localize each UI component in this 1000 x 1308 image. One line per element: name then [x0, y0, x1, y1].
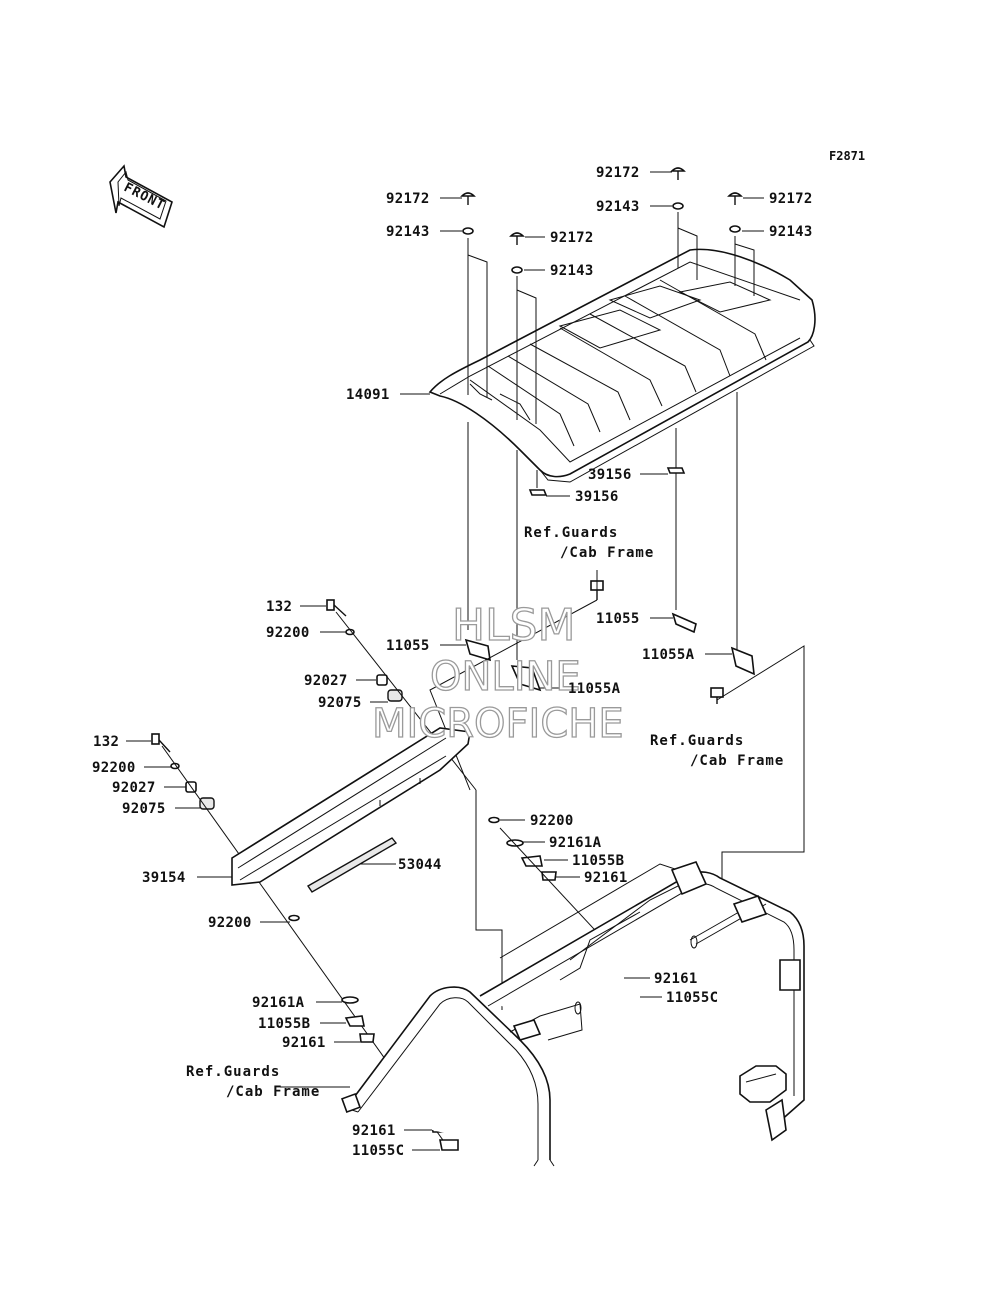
label-11055: 11055	[596, 611, 640, 627]
label-92027: 92027	[112, 780, 156, 796]
washer-92143-a	[462, 227, 474, 235]
label-92161: 92161	[584, 870, 628, 886]
label-92143: 92143	[596, 199, 640, 215]
washer-92200-d	[488, 816, 500, 824]
ref-leader-lines	[429, 570, 805, 1010]
label-92200: 92200	[530, 813, 574, 829]
label-92172: 92172	[769, 191, 813, 207]
label-11055B: 11055B	[258, 1016, 310, 1032]
washer-92200-c	[288, 914, 300, 922]
label-92172: 92172	[550, 230, 594, 246]
label-92143: 92143	[550, 263, 594, 279]
label-11055A: 11055A	[568, 681, 621, 697]
clamp-11055C-b	[439, 1139, 459, 1151]
grommet-92075-a	[387, 689, 403, 702]
label-92161: 92161	[282, 1035, 326, 1051]
seal-strip-53044	[307, 837, 398, 893]
ref-label-2-line1: Ref.Guards	[650, 733, 744, 749]
watermark-line2: ONLINE	[430, 654, 581, 700]
ref-label-1-line2: /Cab Frame	[560, 545, 654, 561]
label-92161A: 92161A	[252, 995, 305, 1011]
ref-label-2-line2: /Cab Frame	[690, 753, 784, 769]
screw-92172-b	[509, 232, 525, 245]
washer-92143-c	[672, 202, 684, 210]
bolt-132-a	[326, 599, 347, 617]
collar-92027-a	[376, 674, 388, 686]
label-11055C: 11055C	[352, 1143, 404, 1159]
roof-panel	[428, 248, 816, 483]
side-guard-bar-39154	[231, 727, 471, 886]
label-53044: 53044	[398, 857, 442, 873]
clamp-11055B-a	[344, 1015, 365, 1027]
clip-39156-a	[528, 489, 548, 496]
watermark-line3: MICROFICHE	[372, 701, 624, 747]
cap-92161A-a	[341, 996, 359, 1004]
label-11055B: 11055B	[572, 853, 624, 869]
bracket-11055-b	[671, 612, 697, 634]
label-39156: 39156	[575, 489, 619, 505]
label-39154: 39154	[142, 870, 186, 886]
label-92143: 92143	[386, 224, 430, 240]
screw-92172-d	[727, 192, 743, 205]
ref-label-3-line1: Ref.Guards	[186, 1064, 280, 1080]
cap-92161A-b	[506, 839, 524, 847]
label-39156: 39156	[588, 467, 632, 483]
cab-frame	[341, 861, 805, 1167]
label-132: 132	[93, 734, 119, 750]
label-92161: 92161	[352, 1123, 396, 1139]
cap-92161-b	[541, 871, 557, 881]
alignment-lines-top	[467, 212, 755, 660]
label-92027: 92027	[304, 673, 348, 689]
label-132: 132	[266, 599, 292, 615]
label-92200: 92200	[92, 760, 136, 776]
grommet-92075-b	[199, 797, 215, 810]
ref-bolt-2	[710, 687, 724, 704]
ref-label-3-line2: /Cab Frame	[226, 1084, 320, 1100]
watermark: HLSM ONLINE MICROFICHE	[371, 599, 624, 747]
figure-id: F2871	[829, 149, 865, 163]
label-92172: 92172	[596, 165, 640, 181]
clip-39156-b	[666, 467, 686, 474]
label-92172: 92172	[386, 191, 430, 207]
label-92161A: 92161A	[549, 835, 602, 851]
front-direction-arrow-icon: FRONT	[109, 164, 173, 229]
label-92075: 92075	[318, 695, 362, 711]
label-92200: 92200	[208, 915, 252, 931]
bolt-line-a	[335, 611, 477, 791]
bolt-132-b	[151, 733, 171, 753]
label-92143: 92143	[769, 224, 813, 240]
screw-92172-a	[460, 192, 476, 205]
label-leader-lines	[126, 171, 764, 1151]
cap-92161-a	[359, 1033, 375, 1043]
washer-92143-d	[729, 225, 741, 233]
label-11055C: 11055C	[666, 990, 718, 1006]
screw-92172-c	[670, 167, 686, 180]
label-92075: 92075	[122, 801, 166, 817]
watermark-line1: HLSM	[452, 600, 576, 651]
label-14091: 14091	[346, 387, 390, 403]
bracket-11055A-b	[730, 646, 755, 676]
label-11055: 11055	[386, 638, 430, 654]
clamp-11055B-b	[520, 855, 543, 867]
washer-92143-b	[511, 266, 523, 274]
label-92161: 92161	[654, 971, 698, 987]
bracket-11055-a	[464, 638, 491, 662]
bracket-11055A-a	[510, 665, 542, 692]
ref-label-1-line1: Ref.Guards	[524, 525, 618, 541]
label-92200: 92200	[266, 625, 310, 641]
label-11055A: 11055A	[642, 647, 695, 663]
